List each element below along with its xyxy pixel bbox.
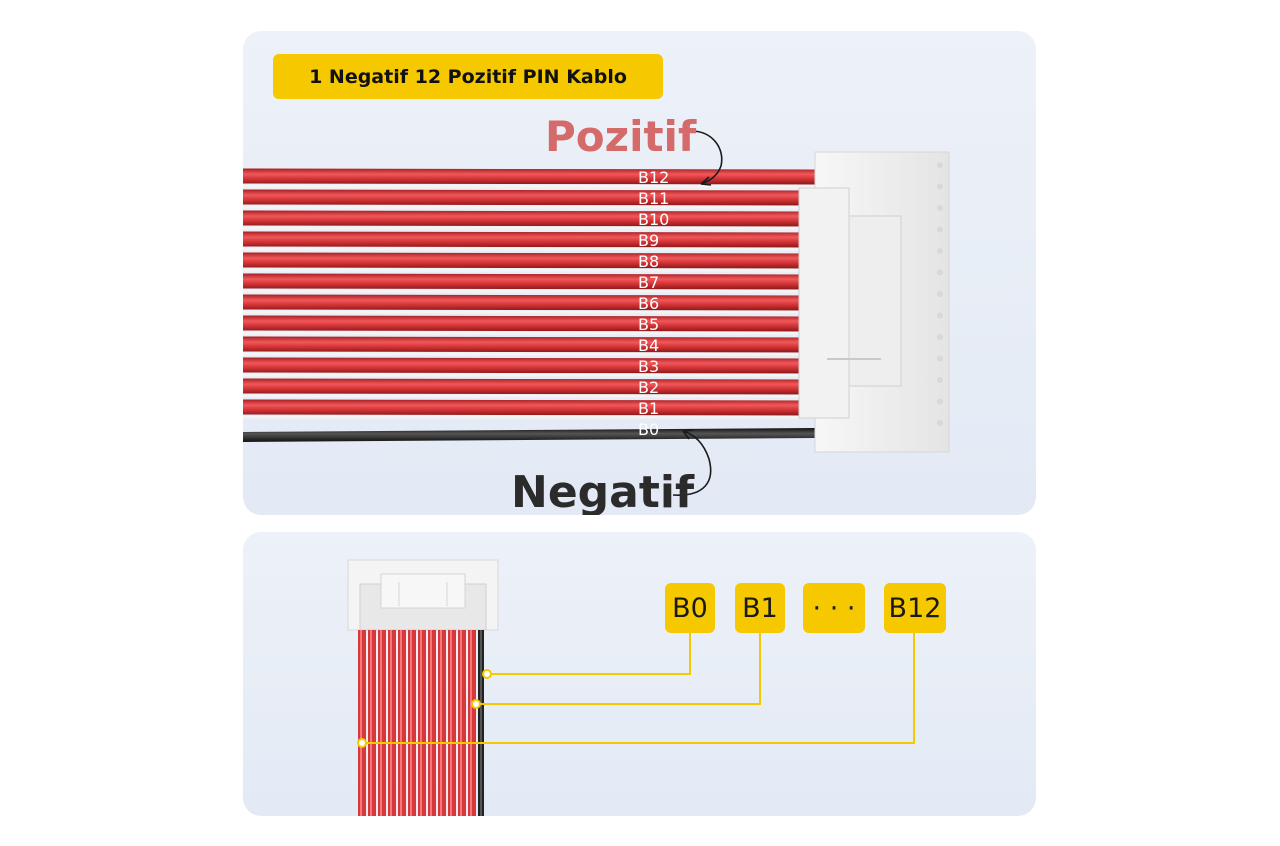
positive-wire [243,189,815,206]
wire-label-b0: B0 [638,420,659,439]
positive-wire [243,168,815,185]
wire-highlight [440,630,442,816]
connector-housing [798,151,950,453]
positive-wire [243,273,815,290]
wire-highlight [410,630,412,816]
positive-label: Pozitif [545,112,697,161]
connector-pin-hole [937,226,943,233]
wire-label-b1: B1 [638,399,659,418]
positive-wire [243,252,815,269]
wire-label-b5: B5 [638,315,659,334]
wire-label-b4: B4 [638,336,659,355]
pinout-illustration [347,559,915,816]
connector-pin-hole [937,248,943,254]
positive-wire [243,357,815,374]
wire-highlight [400,630,402,816]
wire-highlight [450,630,452,816]
connector-pin-hole [937,420,943,426]
pin-box-b1: B1 [735,583,785,633]
wire-highlight [370,630,372,816]
pin-markers [357,669,492,748]
positive-wire [243,378,815,395]
connector-pin-hole [937,355,943,362]
wire-label-b2: B2 [638,378,659,397]
wire-highlight [480,630,482,816]
connector-pin-hole [937,162,943,168]
negatif-arrow [672,430,712,496]
connector-pin-hole [937,205,943,211]
positive-wire [243,336,815,353]
wire-highlight [430,630,432,816]
pin-box-ellipsis: · · · [803,583,865,633]
wire-label-b3: B3 [638,357,659,376]
positive-wire [243,315,815,332]
connector-pin-hole [937,334,943,340]
positive-wire [243,399,815,416]
pin-box-b12: B12 [884,583,946,633]
connector-pin-hole [937,377,943,383]
wire-label-b10: B10 [638,210,669,229]
wire-highlight [470,630,472,816]
connector-pin-hole [937,312,943,319]
connector-pin-hole [937,183,943,190]
positive-wire [243,231,815,248]
wire-highlight [360,630,362,816]
pin-box-b0: B0 [665,583,715,633]
wire-highlight [460,630,462,816]
connector-top-view [347,559,499,631]
wire-label-b9: B9 [638,231,659,250]
wire-label-b6: B6 [638,294,659,313]
pozitif-arrow [690,130,723,185]
wire-label-b12: B12 [638,168,669,187]
connector-pin-hole [937,291,943,297]
wire-label-b8: B8 [638,252,659,271]
negative-label: Negatif [511,467,695,516]
negative-wire [243,428,815,442]
connector-pin-hole [937,398,943,405]
connector-pin-hole [937,269,943,276]
bottom-diagram-panel: B0 B1 · · · B12 [243,532,1036,816]
title-badge: 1 Negatif 12 Pozitif PIN Kablo [273,54,663,99]
wire-label-b7: B7 [638,273,659,292]
wire-highlight [390,630,392,816]
wire-highlight [420,630,422,816]
positive-wire [243,210,815,227]
wire-label-b11: B11 [638,189,669,208]
wire-highlight [380,630,382,816]
positive-wire [243,294,815,311]
pin-leader-lines [362,628,915,744]
